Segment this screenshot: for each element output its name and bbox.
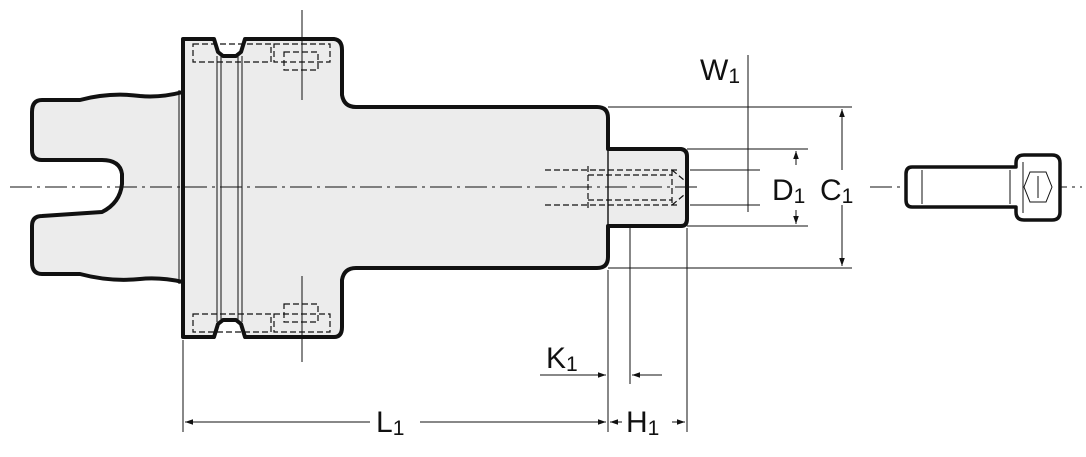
hidden-key-bottom [192,276,331,362]
dimension-k1 [540,226,662,384]
dimension-l1 [182,228,688,432]
holder-body [181,37,689,339]
clamping-screw [904,153,1062,222]
dimension-c1 [608,106,852,269]
label-c1: C1 [820,174,853,208]
dimension-w1 [690,55,760,212]
label-h1: H1 [626,406,659,440]
hsk-shank [30,90,185,284]
label-k1: K1 [546,342,578,376]
flange-lines [178,56,609,322]
label-w1: W1 [700,54,740,88]
hidden-key-top [192,10,331,100]
dimension-d1 [687,148,808,227]
label-l1: L1 [376,406,404,440]
label-d1: D1 [772,174,805,208]
